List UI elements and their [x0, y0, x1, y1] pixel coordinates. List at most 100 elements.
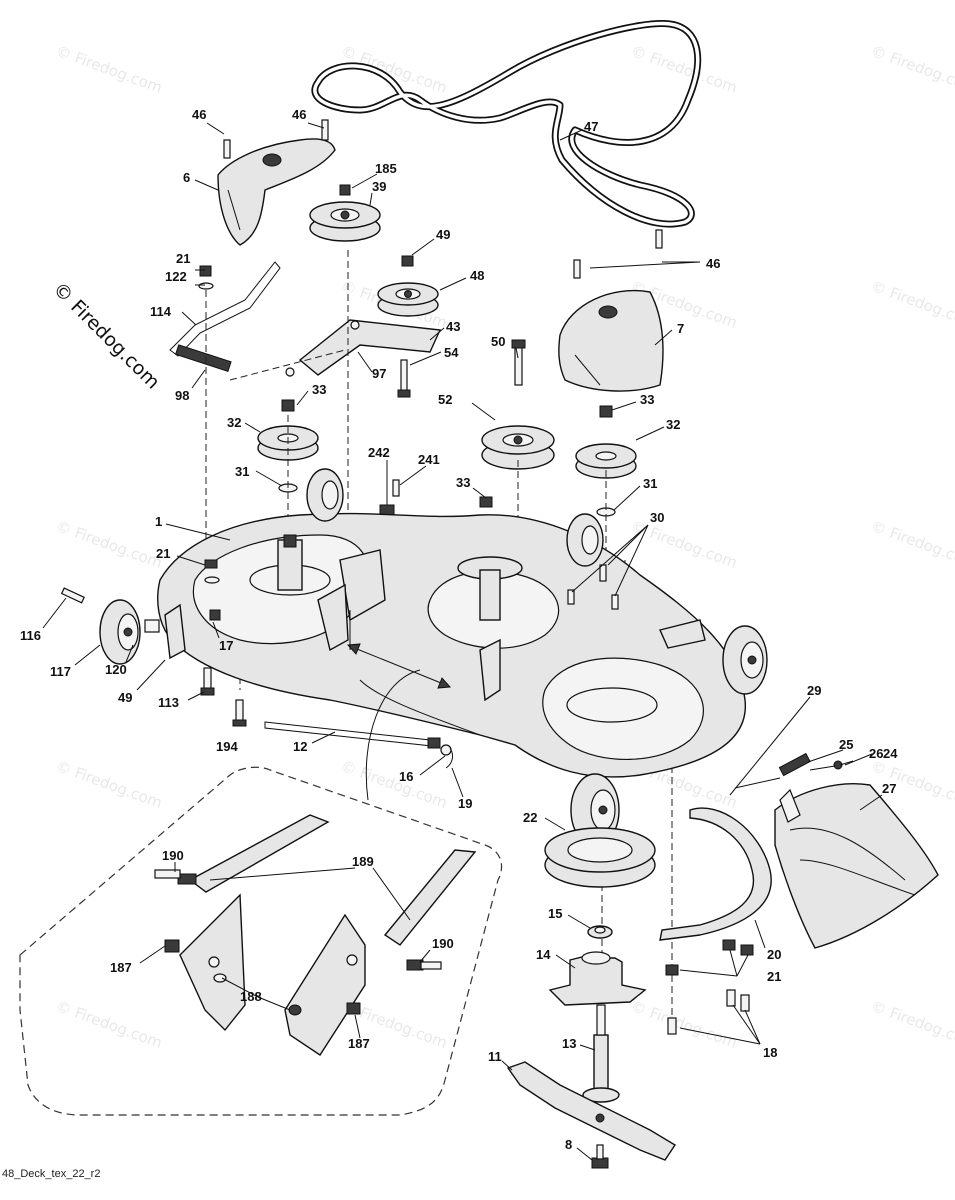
callout-label: 30 — [650, 510, 664, 525]
callout-label: 21 — [767, 969, 781, 984]
callouts: 46 46 6 185 39 47 49 48 21 122 114 98 43… — [20, 107, 898, 1152]
callout-label: 18 — [763, 1045, 777, 1060]
gauge-wheel-rear-left — [306, 468, 344, 522]
callout-label: 21 — [176, 251, 190, 266]
callout-label: 97 — [372, 366, 386, 381]
callout-label: 98 — [175, 388, 189, 403]
watermark: © Firedog.com — [869, 277, 955, 332]
gauge-wheel-rear-right — [566, 513, 604, 567]
callout-label: 33 — [312, 382, 326, 397]
callout-label: 33 — [640, 392, 654, 407]
idler-pulley-48 — [377, 255, 439, 317]
blade-bolt — [591, 1144, 609, 1169]
watermark-main: © Firedog.com — [48, 278, 163, 393]
callout-label: 24 — [883, 746, 898, 761]
callout-label: 242 — [368, 445, 390, 460]
small-bolts — [60, 559, 619, 727]
inset-lift-arm-left — [154, 814, 330, 1032]
watermark: © Firedog.com — [54, 997, 165, 1052]
callout-label: 120 — [105, 662, 127, 677]
callout-label: 27 — [882, 781, 896, 796]
callout-label: 7 — [677, 321, 684, 336]
callout-label: 31 — [235, 464, 249, 479]
callout-label: 16 — [399, 769, 413, 784]
callout-label: 117 — [50, 664, 71, 679]
watermark: © Firedog.com — [869, 517, 955, 572]
callout-label: 33 — [456, 475, 470, 490]
callout-label: 14 — [536, 947, 551, 962]
callout-label: 11 — [488, 1049, 502, 1064]
callout-label: 185 — [375, 161, 397, 176]
mower-blade — [506, 1061, 676, 1161]
callout-label: 43 — [446, 319, 460, 334]
callout-label: 114 — [150, 304, 172, 319]
watermark: © Firedog.com — [869, 997, 955, 1052]
inset-lift-arm-right — [284, 849, 477, 1056]
drive-belt — [311, 20, 702, 228]
gauge-wheel-right — [722, 625, 768, 695]
spindle-pulley-left — [257, 399, 319, 493]
idler-pulley-52 — [481, 425, 555, 470]
callout-label: 20 — [767, 947, 781, 962]
spindle-pulley-right — [575, 405, 637, 517]
belt-guard-left — [217, 119, 336, 246]
callout-label: 22 — [523, 810, 537, 825]
watermark: © Firedog.com — [54, 517, 165, 572]
spindle-shaft — [582, 1004, 620, 1103]
callout-label: 15 — [548, 906, 562, 921]
callout-label: 32 — [666, 417, 680, 432]
callout-label: 21 — [156, 546, 170, 561]
inset-box — [19, 766, 503, 1116]
measurement-arrow — [346, 610, 452, 801]
callout-label: 49 — [436, 227, 450, 242]
callout-label: 46 — [192, 107, 206, 122]
callout-label: 190 — [432, 936, 454, 951]
callout-label: 187 — [110, 960, 132, 975]
callout-label: 13 — [562, 1036, 576, 1051]
mower-deck — [157, 512, 746, 778]
chute-deflector — [659, 807, 772, 941]
callout-label: 46 — [292, 107, 306, 122]
idler-pulley-39 — [309, 184, 381, 242]
idler-arm — [285, 319, 442, 377]
watermark: © Firedog.com — [629, 997, 740, 1052]
spindle-bearing — [587, 925, 613, 939]
callout-label: 48 — [470, 268, 484, 283]
callout-label: 1 — [155, 514, 162, 529]
callout-label: 49 — [118, 690, 132, 705]
chute-spring — [734, 752, 843, 789]
callout-label: 19 — [458, 796, 472, 811]
drawing-code: 48_Deck_tex_22_r2 — [2, 1168, 100, 1180]
callout-label: 241 — [418, 452, 440, 467]
callout-label: 17 — [219, 638, 233, 653]
callout-label: 47 — [584, 119, 598, 134]
callout-label: 52 — [438, 392, 452, 407]
callout-label: 31 — [643, 476, 657, 491]
callout-label: 122 — [165, 269, 187, 284]
belt-guard-right — [558, 229, 664, 392]
callout-label: 50 — [491, 334, 505, 349]
callout-label: 26 — [869, 746, 883, 761]
callout-label: 32 — [227, 415, 241, 430]
deck-hangers — [164, 583, 706, 702]
anti-scalp-rod — [264, 721, 454, 769]
watermark: © Firedog.com — [54, 757, 165, 812]
watermark: © Firedog.com — [869, 42, 955, 97]
callout-label: 8 — [565, 1137, 572, 1152]
callout-label: 194 — [216, 739, 238, 754]
watermark: © Firedog.com — [54, 42, 165, 97]
callout-label: 39 — [372, 179, 386, 194]
callout-label: 46 — [706, 256, 720, 271]
spindle-shield — [544, 827, 656, 888]
callout-label: 113 — [158, 695, 179, 710]
discharge-chute — [774, 783, 939, 949]
callout-label: 188 — [240, 989, 262, 1004]
leader-lines — [42, 122, 883, 1161]
callout-label: 190 — [162, 848, 184, 863]
watermark: © Firedog.com — [629, 42, 740, 97]
callout-label: 6 — [183, 170, 190, 185]
callout-label: 189 — [352, 854, 374, 869]
callout-label: 29 — [807, 683, 821, 698]
callout-label: 116 — [20, 628, 41, 643]
